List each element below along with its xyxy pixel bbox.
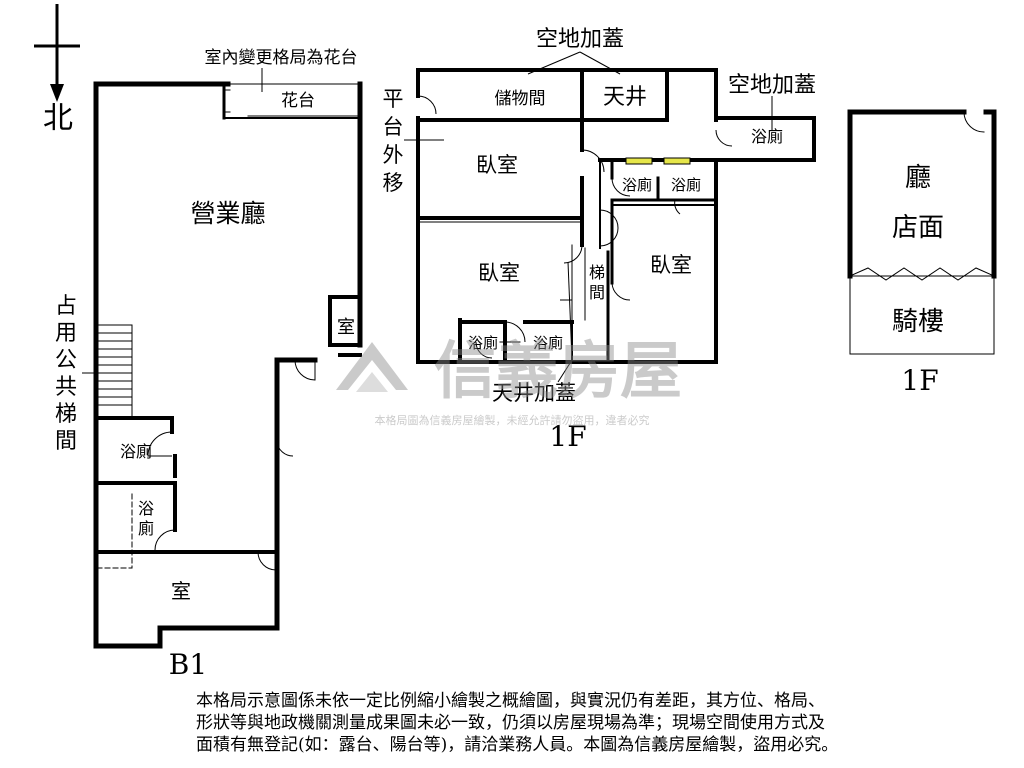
f1-bedroom2-label: 臥室 bbox=[478, 261, 520, 285]
b1-level-label: B1 bbox=[169, 648, 207, 681]
f1-main-level-label: 1F bbox=[549, 420, 586, 453]
f1-shopfront-label: 店面 bbox=[892, 213, 944, 243]
f1-terrace-label: 平 台 外 移 bbox=[383, 87, 404, 195]
north-label: 北 bbox=[43, 101, 73, 136]
b1-stair-hatch bbox=[95, 324, 133, 418]
disclaimer-line-2: 形狀等與地政機關測量成果圖未必一致，仍須以房屋現場為準；現場空間使用方式及 bbox=[196, 713, 825, 733]
svg-text:梯: 梯 bbox=[55, 402, 77, 427]
b1-planter-label: 花台 bbox=[281, 91, 315, 111]
disclaimer-line-3: 面積有無登記(如：露台、陽台等)，請洽業務人員。本圖為信義房屋繪製，盜用必究。 bbox=[196, 735, 839, 755]
f1-bath-mid2-label: 浴廁 bbox=[671, 176, 701, 194]
f1-bath-right-label: 浴廁 bbox=[751, 127, 783, 146]
b1-doors bbox=[147, 359, 316, 571]
b1-bath1-label: 浴廁 bbox=[120, 442, 152, 461]
f1-bath-bottom2-label: 浴廁 bbox=[533, 334, 563, 352]
svg-text:間: 間 bbox=[55, 429, 77, 454]
b1-stair-label: 占 用 公 共 梯 間 bbox=[55, 294, 77, 454]
b1-balcony-note: 室內變更格局為花台 bbox=[205, 48, 358, 68]
b1-walls bbox=[93, 81, 363, 649]
f1-bath-bottom1-label: 浴廁 bbox=[468, 334, 498, 352]
svg-text:外: 外 bbox=[383, 143, 404, 167]
svg-text:平: 平 bbox=[383, 87, 404, 111]
svg-text:台: 台 bbox=[383, 115, 404, 139]
f1-storage-label: 儲物間 bbox=[495, 89, 546, 109]
f1-right-note: 空地加蓋 bbox=[728, 73, 816, 98]
svg-text:公: 公 bbox=[55, 348, 77, 373]
svg-text:共: 共 bbox=[55, 375, 77, 400]
f1-callout-lines bbox=[404, 51, 773, 383]
f1-top-note: 空地加蓋 bbox=[536, 27, 624, 52]
b1-hall-label: 營業廳 bbox=[190, 199, 265, 228]
svg-text:移: 移 bbox=[383, 171, 404, 195]
watermark-logo bbox=[336, 342, 408, 392]
f1-bottom-note: 天井加蓋 bbox=[492, 381, 576, 405]
b1-bath2-label-top: 浴 bbox=[138, 499, 154, 518]
b1-room-label: 室 bbox=[171, 579, 191, 603]
window-marker-2 bbox=[663, 157, 691, 165]
watermark-brand: 信義房屋 bbox=[434, 334, 682, 407]
f1-main-walls bbox=[416, 68, 816, 364]
f1-arcade-label: 騎樓 bbox=[892, 307, 944, 337]
b1-small-room-label: 室 bbox=[337, 317, 355, 338]
north-arrow bbox=[34, 4, 80, 102]
b1-bath2-label-bottom: 廁 bbox=[138, 519, 154, 538]
svg-text:占: 占 bbox=[55, 294, 77, 319]
watermark: 信義房屋 本格局圖為信義房屋繪製，未經允許請勿盜用，違者必究 bbox=[336, 334, 682, 427]
f1-skylight-label: 天井 bbox=[603, 85, 647, 110]
svg-text:用: 用 bbox=[55, 321, 77, 346]
disclaimer-line-1: 本格局示意圖係未依一定比例縮小繪製之概繪圖，與實況仍有差距，其方位、格局、 bbox=[196, 691, 825, 711]
disclaimer-text: 本格局示意圖係未依一定比例縮小繪製之概繪圖，與實況仍有差距，其方位、格局、 形狀… bbox=[196, 690, 976, 756]
f1-shop-level-label: 1F bbox=[901, 364, 938, 397]
f1-bedroom1-label: 臥室 bbox=[476, 153, 518, 177]
f1-shop-walls bbox=[847, 109, 997, 355]
watermark-notice: 本格局圖為信義房屋繪製，未經允許請勿盜用，違者必究 bbox=[375, 413, 650, 427]
f1-stair-label-bottom: 間 bbox=[589, 283, 605, 302]
f1-bath-mid1-label: 浴廁 bbox=[622, 176, 652, 194]
window-marker-1 bbox=[625, 157, 653, 165]
f1-stair-label-top: 梯 bbox=[589, 263, 605, 282]
f1-shop-hall-label: 廳 bbox=[905, 163, 931, 193]
f1-main-doors bbox=[417, 95, 733, 359]
f1-bedroom3-label: 臥室 bbox=[650, 253, 692, 277]
